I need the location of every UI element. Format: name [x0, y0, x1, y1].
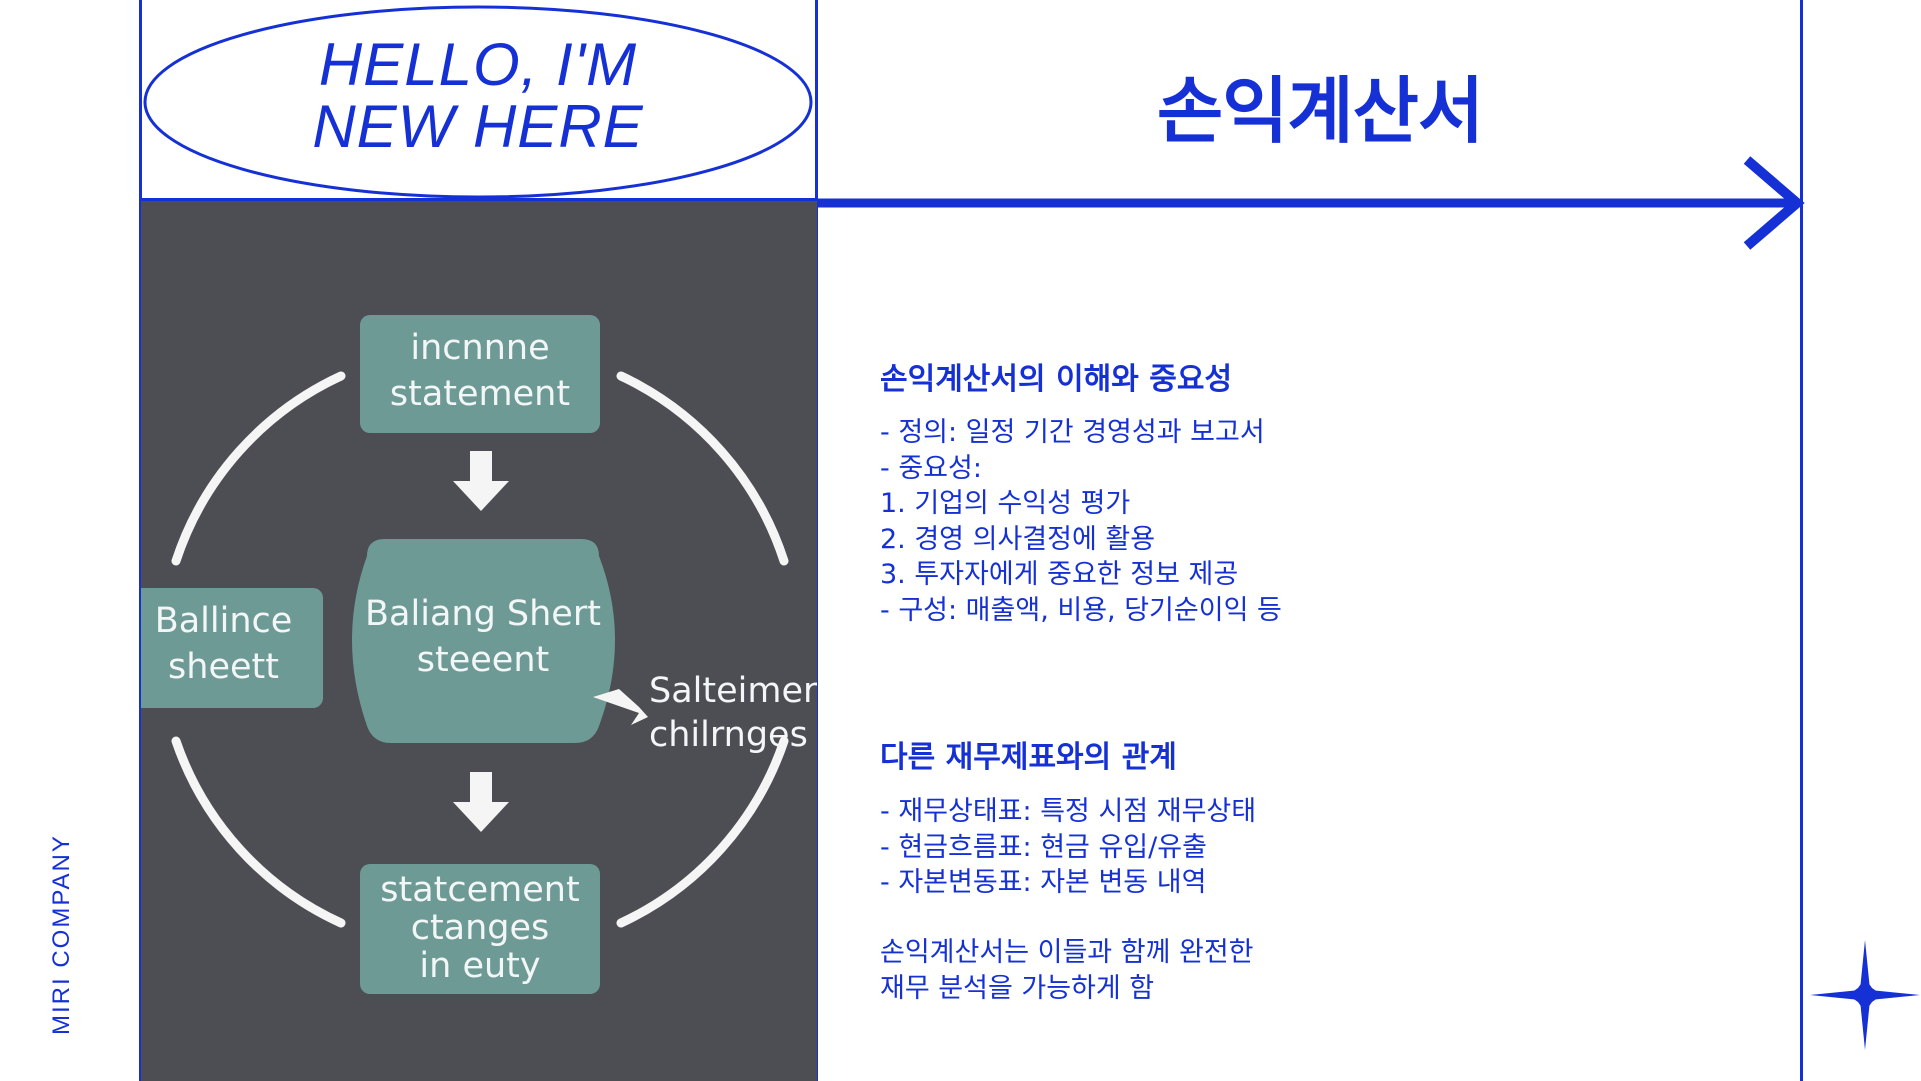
badge-line-2: NEW HERE — [312, 93, 644, 160]
frame-line-header-bottom — [139, 198, 817, 201]
down-arrow-2 — [453, 772, 509, 832]
list-item: - 자본변동표: 자본 변동 내역 — [880, 867, 1207, 898]
list-item: - 정의: 일정 기간 경영성과 보고서 — [880, 417, 1265, 448]
badge-text: HELLO, I'M NEW HERE — [142, 34, 814, 158]
list-item: 2. 경영 의사결정에 활용 — [880, 523, 1156, 555]
box-label-top: incnnne statement — [389, 328, 571, 414]
ring-arc-bottom-left — [171, 736, 346, 928]
box-left — [141, 588, 323, 708]
ring-arc-top-right — [616, 371, 789, 566]
box-center — [352, 539, 615, 743]
box-label-left: Ballince sheett — [154, 601, 293, 687]
down-arrow-1 — [453, 451, 509, 511]
list-item: - 구성: 매출액, 비용, 당기순이익 등 — [880, 594, 1282, 626]
ring-arc-top-left — [171, 371, 346, 566]
side-arrow — [593, 689, 648, 725]
frame-line-left — [139, 0, 142, 1081]
box-bottom — [360, 864, 600, 994]
financial-statements-image: incnnne statement Ballince sheett Balian… — [141, 201, 817, 1081]
box-label-right: Salteimer chilrnges — [649, 671, 817, 755]
sparkle-icon — [1810, 940, 1920, 1050]
frame-line-right — [1800, 0, 1803, 1081]
section-body-understanding: - 정의: 일정 기간 경영성과 보고서 - 중요성: 1. 기업의 수익성 평… — [880, 415, 1282, 628]
list-item: - 현금흐름표: 현금 유입/유출 — [880, 831, 1207, 863]
company-label: MIRI COMPANY — [48, 834, 75, 1035]
list-item: 3. 투자자에게 중요한 정보 제공 — [880, 559, 1239, 590]
cycle-diagram — [141, 315, 789, 994]
section-heading-understanding: 손익계산서의 이해와 중요성 — [880, 362, 1233, 397]
section-heading-relations: 다른 재무제표와의 관계 — [880, 740, 1177, 775]
box-label-bottom: statcement ctanges in euty — [380, 870, 580, 986]
summary-line: 손익계산서는 이들과 함께 완전한 — [880, 937, 1254, 968]
badge-oval — [143, 5, 813, 199]
box-label-center: Baliang Shert steeent — [365, 594, 601, 680]
list-item: - 재무상태표: 특정 시점 재무상태 — [880, 796, 1257, 827]
section-body-relations: - 재무상태표: 특정 시점 재무상태 - 현금흐름표: 현금 유입/유출 - … — [880, 794, 1256, 901]
page-title: 손익계산서 — [1156, 69, 1484, 153]
badge-line-1: HELLO, I'M — [318, 31, 638, 98]
summary-line: 재무 분석을 가능하게 함 — [880, 972, 1155, 1004]
hello-badge: HELLO, I'M NEW HERE — [142, 4, 814, 200]
ring-arc-bottom-right — [616, 736, 789, 928]
box-top — [360, 315, 600, 433]
section-summary: 손익계산서는 이들과 함께 완전한 재무 분석을 가능하게 함 — [880, 935, 1254, 1006]
list-item: - 중요성: — [880, 452, 982, 484]
right-arrow-icon — [815, 156, 1805, 250]
list-item: 1. 기업의 수익성 평가 — [880, 488, 1131, 519]
